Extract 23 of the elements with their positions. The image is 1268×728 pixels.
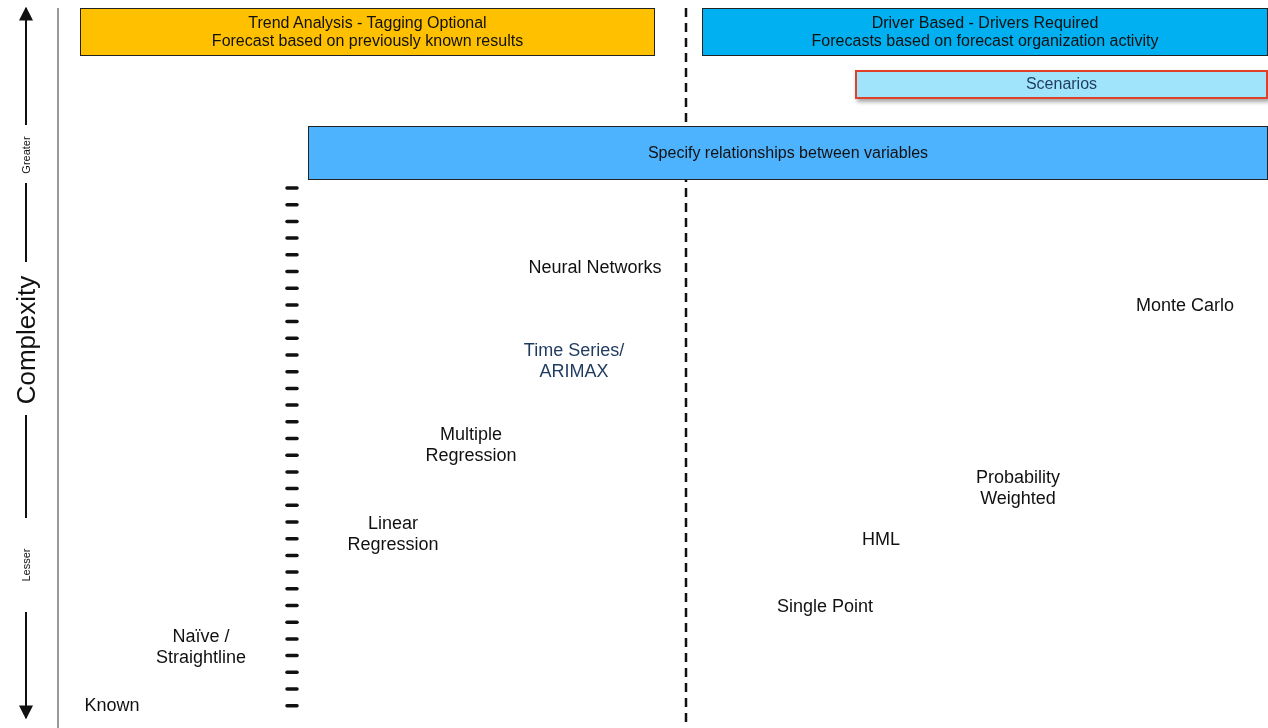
method-label: Multiple Regression	[424, 424, 518, 466]
method-label: Time Series/ ARIMAX	[522, 340, 626, 382]
method-label: Probability Weighted	[974, 467, 1061, 509]
method-label: HML	[861, 528, 901, 550]
method-label: Naïve / Straightline	[154, 626, 248, 668]
banner-title: Driver Based - Drivers Required	[871, 13, 1099, 32]
category-banner	[80, 8, 655, 56]
method-label: Monte Carlo	[1134, 294, 1235, 316]
banner-text: Scenarios	[1025, 75, 1098, 94]
axis-label: Greater	[20, 136, 32, 174]
category-banner	[702, 8, 1268, 56]
method-label: Single Point	[775, 595, 875, 617]
banner-subtitle: Forecast based on previously known results	[211, 32, 524, 51]
axis-title: Complexity	[10, 275, 42, 405]
method-label: Known	[83, 694, 141, 716]
axis-label: Lesser	[20, 548, 32, 582]
method-label: Linear Regression	[346, 513, 440, 555]
scenario-bar	[855, 70, 1268, 99]
banner-text: Specify relationships between variables	[647, 143, 929, 163]
method-label: Neural Networks	[527, 256, 663, 278]
banner-subtitle: Forecasts based on forecast organization activity	[811, 32, 1159, 51]
banner-title: Trend Analysis - Tagging Optional	[248, 13, 487, 32]
relationship-band	[308, 126, 1268, 180]
